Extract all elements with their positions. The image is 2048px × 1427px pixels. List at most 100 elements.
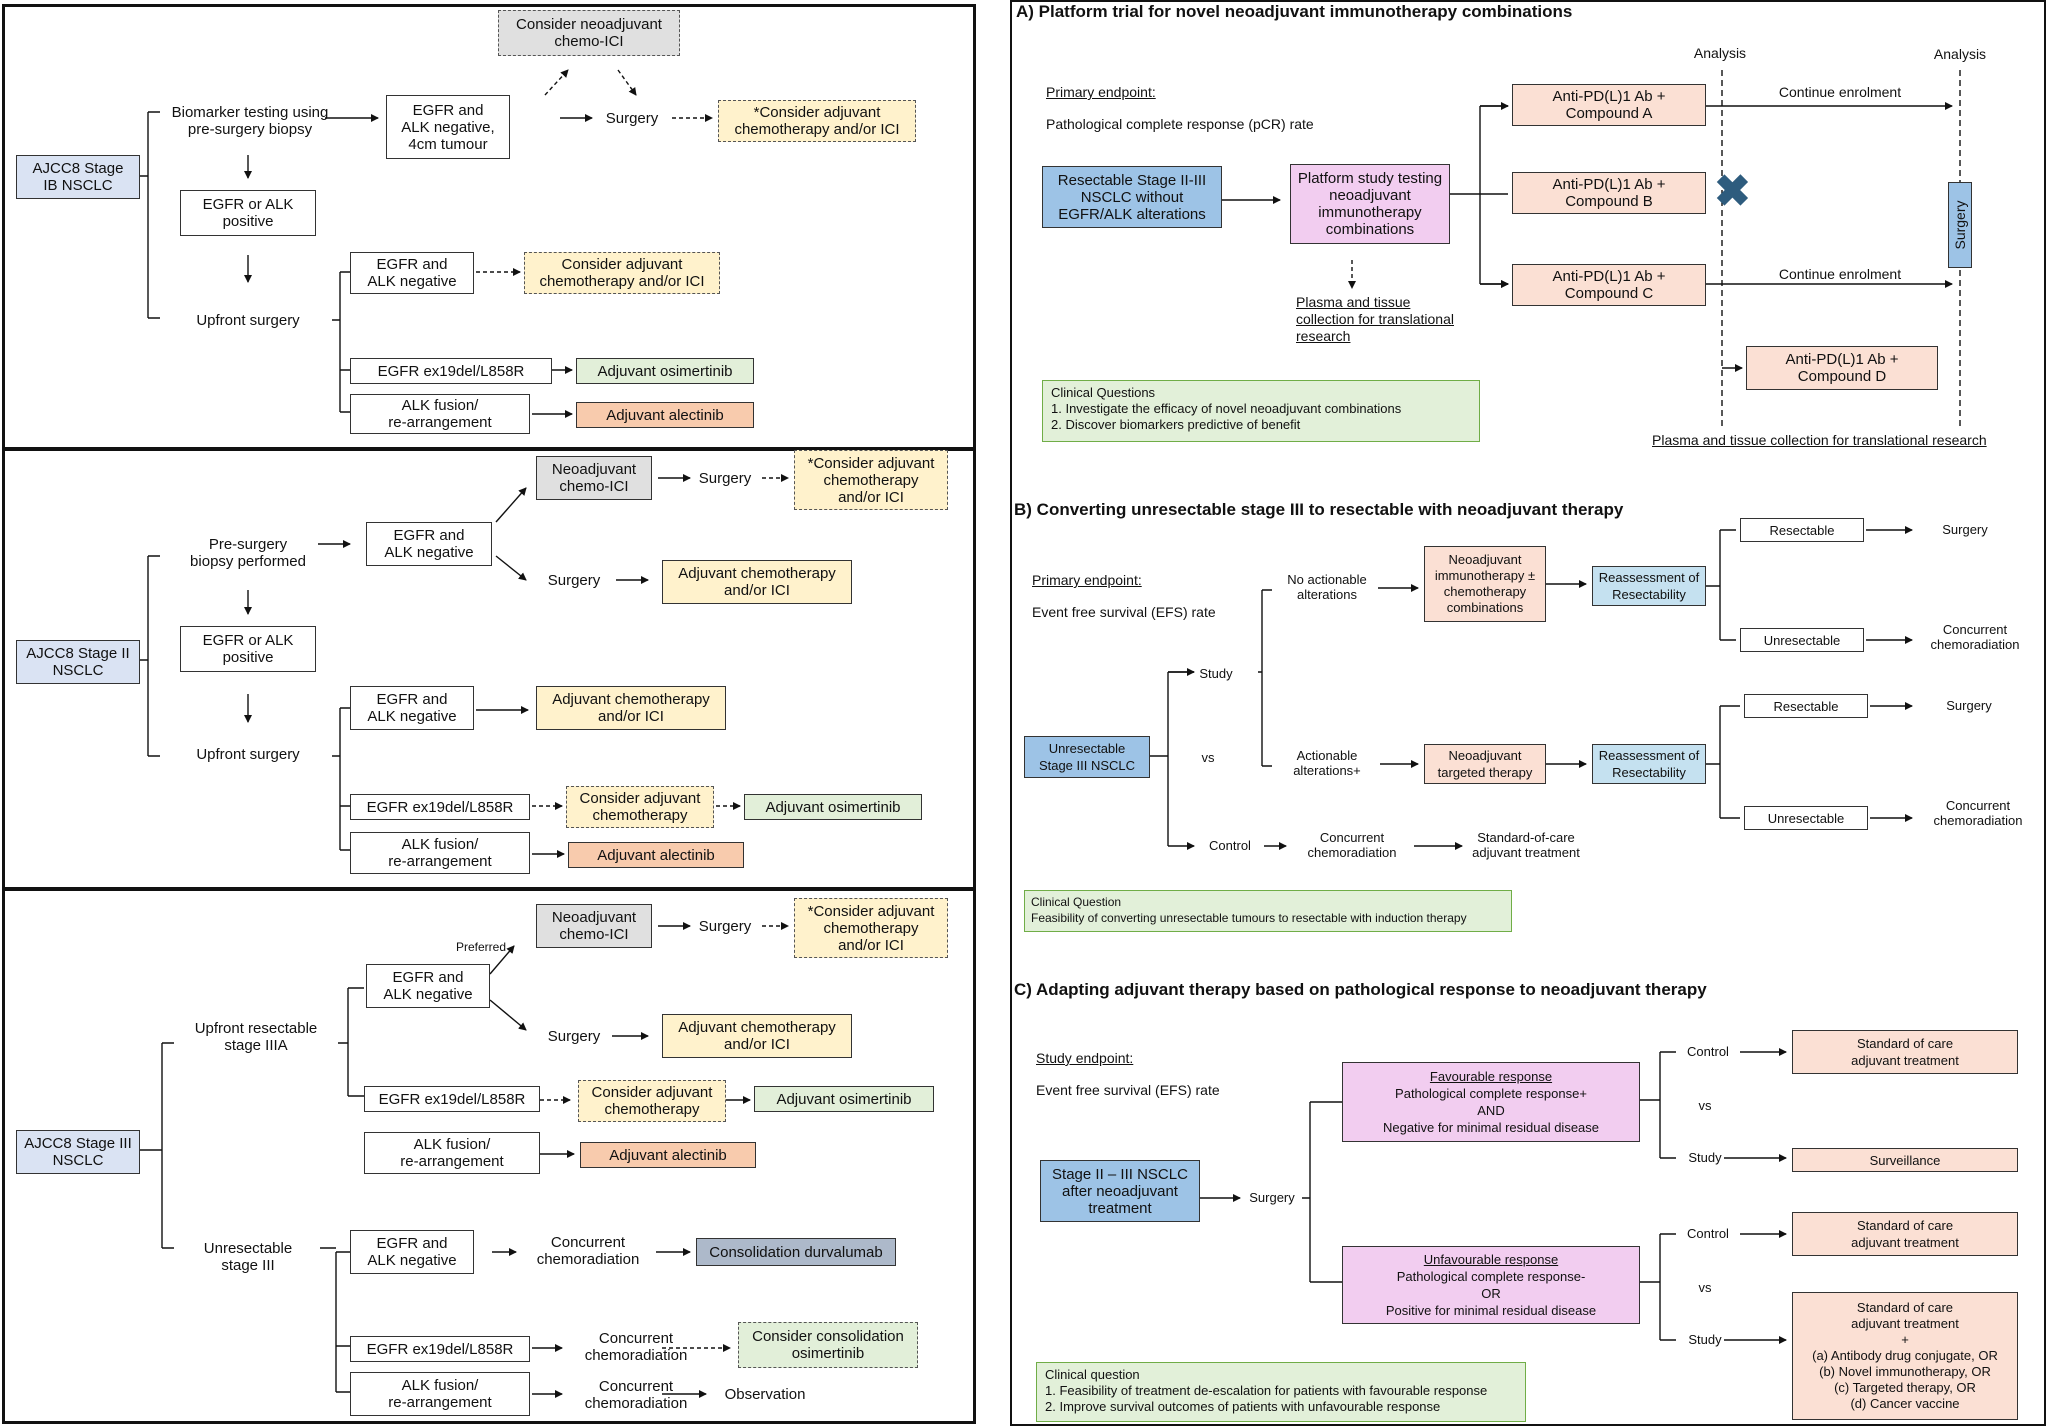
panel-c-qa-title: Clinical question — [1045, 1367, 1140, 1382]
panel-b-ccrt-label-2: Concurrent chemoradiation — [1933, 798, 2023, 828]
stage-ii-box: AJCC8 Stage II NSCLC — [16, 640, 140, 684]
panel-a-endpoint: Primary endpoint: Pathological complete … — [1046, 68, 1314, 132]
ii-upfront-surgery-label: Upfront surgery — [196, 746, 300, 763]
panel-c-qa-item-1: 1. Feasibility of treatment de-escalatio… — [1045, 1383, 1488, 1398]
no-actionable-label: No actionable alterations — [1287, 572, 1367, 602]
panel-b-study-label: Study — [1199, 666, 1233, 681]
panel-a-qa-item-2: 2. Discover biomarkers predictive of ben… — [1051, 417, 1301, 432]
continue-enrolment-label-2: Continue enrolment — [1778, 266, 1902, 282]
surgery-vertical-label: Surgery — [1952, 200, 1968, 250]
panel-c-endpoint-label: Study endpoint: — [1036, 1050, 1134, 1066]
biomarker-testing-label: Biomarker testing using pre-surgery biop… — [171, 104, 329, 138]
panel-b-surgery-label-1: Surgery — [1942, 522, 1988, 537]
panel-b-qa-title: Clinical Question — [1031, 895, 1122, 909]
panel-stage-iii — [2, 888, 976, 1424]
panel-a-clinical-questions: Clinical Questions 1. Investigate the ef… — [1042, 380, 1480, 442]
iii-ccrt-label-3: Concurrent chemoradiation — [584, 1378, 688, 1412]
resectable-box-2: Resectable — [1744, 694, 1868, 718]
panel-trials — [1010, 0, 2046, 1426]
panel-b-ccrt-label-1: Concurrent chemoradiation — [1930, 622, 2020, 652]
panel-b-endpoint-text: Event free survival (EFS) rate — [1032, 604, 1216, 620]
ib-surgery-label: Surgery — [605, 110, 659, 127]
panel-a-endpoint-label: Primary endpoint: — [1046, 84, 1156, 100]
iii-ccrt-label-2: Concurrent chemoradiation — [584, 1330, 688, 1364]
panel-b-clinical-question: Clinical Question Feasibility of convert… — [1024, 890, 1512, 932]
continue-enrolment-label-1: Continue enrolment — [1778, 84, 1902, 100]
iii-unresectable-label: Unresectable stage III — [203, 1240, 293, 1274]
panel-c-clinical-question: Clinical question 1. Feasibility of trea… — [1036, 1362, 1526, 1422]
close-icon: ✖ — [1714, 167, 1751, 216]
ib-egfr-alk-positive-box: EGFR or ALK positive — [180, 190, 316, 236]
panel-b-vs-label: vs — [1201, 750, 1215, 765]
arm-d-box: Anti-PD(L)1 Ab + Compound D — [1746, 346, 1938, 390]
panel-c-qa-item-2: 2. Improve survival outcomes of patients… — [1045, 1399, 1441, 1414]
iii-consider-osimertinib-box: Consider consolidation osimertinib — [738, 1322, 918, 1368]
ii-egfr-alk-negative-box: EGFR and ALK negative — [366, 522, 492, 566]
ib-consider-neoadjuvant-box: Consider neoadjuvant chemo-ICI — [498, 10, 680, 56]
iii-adjuvant-chemo-box: Adjuvant chemotherapy and/or ICI — [662, 1014, 852, 1058]
panel-a-qa-item-1: 1. Investigate the efficacy of novel neo… — [1051, 401, 1402, 416]
panel-c-endpoint: Study endpoint: Event free survival (EFS… — [1036, 1034, 1220, 1098]
panel-c-surgery-label: Surgery — [1249, 1190, 1295, 1205]
iii-consider-adjuvant-star-box: *Consider adjuvant chemotherapy and/or I… — [794, 898, 948, 958]
ib-consider-adjuvant-box: Consider adjuvant chemotherapy and/or IC… — [524, 252, 720, 294]
ii-surgery-label-2: Surgery — [547, 572, 601, 589]
ii-consider-adjuvant-star-box: *Consider adjuvant chemotherapy and/or I… — [794, 450, 948, 510]
iii-egfr-ex19del-box-2: EGFR ex19del/L858R — [350, 1336, 530, 1362]
actionable-label: Actionable alterations+ — [1293, 748, 1361, 778]
iii-adjuvant-alectinib-box: Adjuvant alectinib — [580, 1142, 756, 1168]
panel-c-control-label-2: Control — [1687, 1226, 1729, 1241]
ii-consider-chemo-box: Consider adjuvant chemotherapy — [566, 786, 714, 828]
platform-study-box: Platform study testing neoadjuvant immun… — [1290, 164, 1450, 244]
ii-adjuvant-osimertinib-box: Adjuvant osimertinib — [744, 794, 922, 820]
unresectable-population-box: Unresectable Stage III NSCLC — [1024, 736, 1150, 778]
unfavourable-response-body: Pathological complete response- OR Posit… — [1385, 1269, 1597, 1318]
panel-a-endpoint-text: Pathological complete response (pCR) rat… — [1046, 116, 1314, 132]
panel-b-title: B) Converting unresectable stage III to … — [1014, 500, 1624, 519]
ib-egfr-alk-negative-box: EGFR and ALK negative — [350, 252, 474, 294]
iii-surgery-label-1: Surgery — [698, 918, 752, 935]
ib-adjuvant-osimertinib-box: Adjuvant osimertinib — [576, 358, 754, 384]
ib-upfront-surgery-label: Upfront surgery — [196, 312, 300, 329]
analysis-label-1: Analysis — [1693, 45, 1747, 61]
ib-consider-adjuvant-star-box: *Consider adjuvant chemotherapy and/or I… — [718, 100, 916, 142]
iii-alk-fusion-box-2: ALK fusion/ re-arrangement — [350, 1372, 530, 1416]
ib-egfr-ex19del-box: EGFR ex19del/L858R — [350, 358, 552, 384]
favourable-response-box: Favourable response Pathological complet… — [1342, 1062, 1640, 1142]
iii-egfr-alk-negative-box-2: EGFR and ALK negative — [350, 1230, 474, 1274]
panel-c-study-label-1: Study — [1688, 1150, 1722, 1165]
soc-plus-box: Standard of care adjuvant treatment + (a… — [1792, 1292, 2018, 1420]
favourable-response-body: Pathological complete response+ AND Nega… — [1382, 1086, 1600, 1135]
ib-alk-fusion-box: ALK fusion/ re-arrangement — [350, 394, 530, 434]
unresectable-box-1: Unresectable — [1740, 628, 1864, 652]
panel-b-endpoint: Primary endpoint: Event free survival (E… — [1032, 556, 1216, 620]
resectable-box-1: Resectable — [1740, 518, 1864, 542]
iii-upfront-resectable-label: Upfront resectable stage IIIA — [194, 1020, 318, 1054]
panel-b-control-label: Control — [1209, 838, 1251, 853]
panel-c-endpoint-text: Event free survival (EFS) rate — [1036, 1082, 1220, 1098]
reassessment-box-1: Reassessment of Resectability — [1592, 566, 1706, 606]
stage-ii-iii-population-box: Stage II – III NSCLC after neoadjuvant t… — [1040, 1160, 1200, 1222]
panel-b-surgery-label-2: Surgery — [1946, 698, 1992, 713]
plasma-collection-left: Plasma and tissue collection for transla… — [1296, 294, 1454, 344]
ib-adjuvant-alectinib-box: Adjuvant alectinib — [576, 402, 754, 428]
panel-a-title: A) Platform trial for novel neoadjuvant … — [1016, 2, 1573, 21]
soc-box-2: Standard of care adjuvant treatment — [1792, 1212, 2018, 1256]
ii-adjuvant-chemo-box-2: Adjuvant chemotherapy and/or ICI — [536, 686, 726, 730]
iii-surgery-label-2: Surgery — [547, 1028, 601, 1045]
neoadjuvant-tt-box: Neoadjuvant targeted therapy — [1424, 744, 1546, 784]
ii-egfr-ex19del-box: EGFR ex19del/L858R — [350, 794, 530, 820]
ii-egfr-alk-positive-box: EGFR or ALK positive — [180, 626, 316, 672]
panel-c-vs-label-1: vs — [1698, 1098, 1712, 1113]
soc-box-1: Standard of care adjuvant treatment — [1792, 1030, 2018, 1074]
iii-adjuvant-osimertinib-box: Adjuvant osimertinib — [754, 1086, 934, 1112]
ii-neoadjuvant-box: Neoadjuvant chemo-ICI — [536, 456, 652, 500]
favourable-response-heading: Favourable response — [1429, 1069, 1553, 1084]
panel-c-vs-label-2: vs — [1698, 1280, 1712, 1295]
iii-neoadjuvant-box: Neoadjuvant chemo-ICI — [536, 904, 652, 948]
ii-adjuvant-alectinib-box: Adjuvant alectinib — [568, 842, 744, 868]
surveillance-box: Surveillance — [1792, 1148, 2018, 1172]
iii-consolidation-durvalumab-box: Consolidation durvalumab — [696, 1238, 896, 1266]
panel-c-study-label-2: Study — [1688, 1332, 1722, 1347]
panel-b-qa-text: Feasibility of converting unresectable t… — [1031, 911, 1467, 925]
